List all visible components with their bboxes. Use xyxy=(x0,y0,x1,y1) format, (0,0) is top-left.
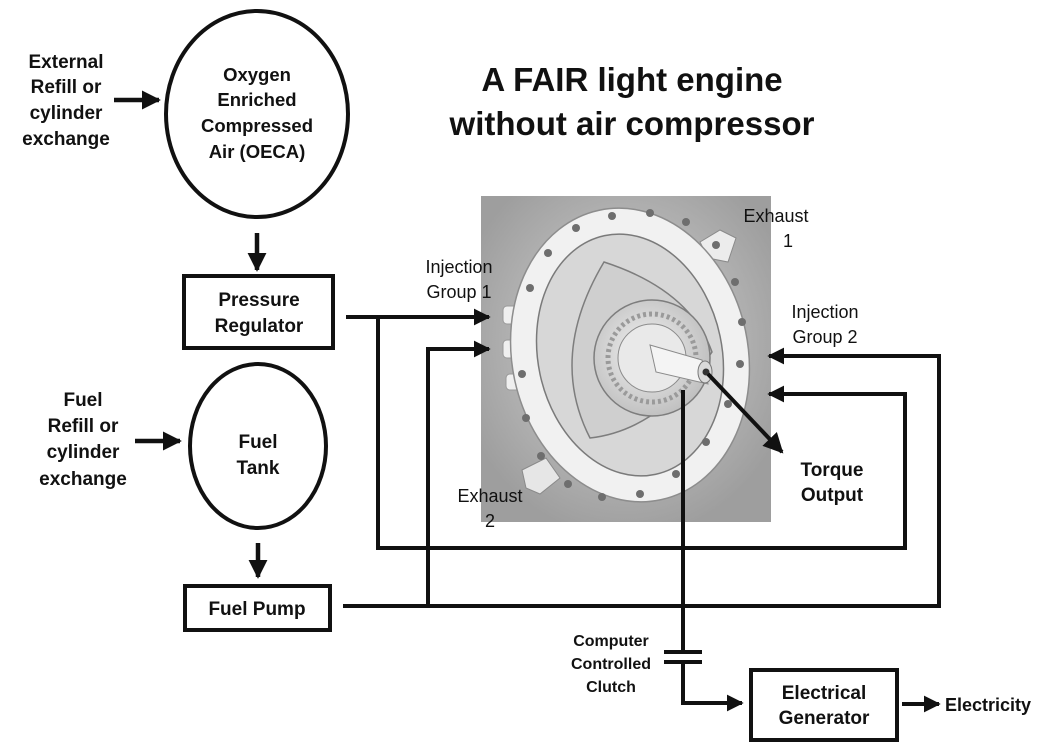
svg-text:Exhaust: Exhaust xyxy=(743,206,808,226)
fuel-line-to-injection-1 xyxy=(343,340,491,608)
svg-text:Group 2: Group 2 xyxy=(792,327,857,347)
svg-text:exchange: exchange xyxy=(22,129,110,150)
svg-text:Injection: Injection xyxy=(425,257,492,277)
injection-group-2-label: Injection Group 2 xyxy=(791,302,858,347)
svg-text:Compressed: Compressed xyxy=(201,115,313,136)
title-line-2: without air compressor xyxy=(449,105,815,142)
svg-text:Refill or: Refill or xyxy=(31,77,102,98)
svg-text:Enriched: Enriched xyxy=(217,89,296,110)
svg-text:External: External xyxy=(29,52,104,73)
fuel-pump-label: Fuel Pump xyxy=(208,599,305,620)
clutch-to-generator-line xyxy=(681,662,744,712)
svg-text:2: 2 xyxy=(485,511,495,531)
electricity-label: Electricity xyxy=(945,695,1031,715)
svg-text:Fuel: Fuel xyxy=(63,390,102,411)
clutch-label: Computer Controlled Clutch xyxy=(571,633,651,696)
fuel-tank xyxy=(188,362,328,530)
torque-output-arrow xyxy=(706,372,784,454)
generator-label-2: Generator xyxy=(779,708,870,729)
oeca-tank xyxy=(164,9,350,219)
exhaust-1-label: Exhaust 1 xyxy=(743,206,808,251)
fuel-source-label: Fuel Refill or cylinder exchange xyxy=(39,390,127,490)
fuel-pump-box xyxy=(183,584,332,632)
svg-text:Computer: Computer xyxy=(573,633,649,650)
svg-text:Air (OECA): Air (OECA) xyxy=(209,141,306,162)
svg-text:cylinder: cylinder xyxy=(47,442,120,463)
torque-output-label: Torque Output xyxy=(801,460,864,506)
oxygen-source-label: External Refill or cylinder exchange xyxy=(22,52,110,150)
svg-text:Output: Output xyxy=(801,485,864,506)
fuel-tank-label-1: Fuel xyxy=(238,432,277,453)
svg-text:Injection: Injection xyxy=(791,302,858,322)
svg-text:Refill or: Refill or xyxy=(48,416,119,437)
svg-text:Clutch: Clutch xyxy=(586,679,636,696)
oeca-tank-label: Oxygen Enriched Compressed Air (OECA) xyxy=(201,64,313,162)
injection-group-1-label: Injection Group 1 xyxy=(425,257,492,302)
svg-text:1: 1 xyxy=(783,231,793,251)
electrical-generator-box xyxy=(749,668,899,742)
title-line-1: A FAIR light engine xyxy=(481,61,782,98)
rotary-engine-illustration xyxy=(481,196,771,522)
svg-text:cylinder: cylinder xyxy=(30,103,103,124)
exhaust-2-label: Exhaust 2 xyxy=(457,486,522,531)
svg-text:Controlled: Controlled xyxy=(571,656,651,673)
pressure-regulator-label-2: Regulator xyxy=(215,316,304,337)
pressure-regulator-label-1: Pressure xyxy=(218,290,299,311)
pressure-regulator-box xyxy=(182,274,335,350)
svg-text:Torque: Torque xyxy=(801,460,864,481)
svg-text:Group 1: Group 1 xyxy=(426,282,491,302)
generator-label-1: Electrical xyxy=(782,683,867,704)
svg-text:Exhaust: Exhaust xyxy=(457,486,522,506)
svg-text:exchange: exchange xyxy=(39,469,127,490)
svg-text:Oxygen: Oxygen xyxy=(223,64,291,85)
fuel-tank-label-2: Tank xyxy=(237,458,280,479)
air-line-to-injection-2 xyxy=(376,317,907,550)
